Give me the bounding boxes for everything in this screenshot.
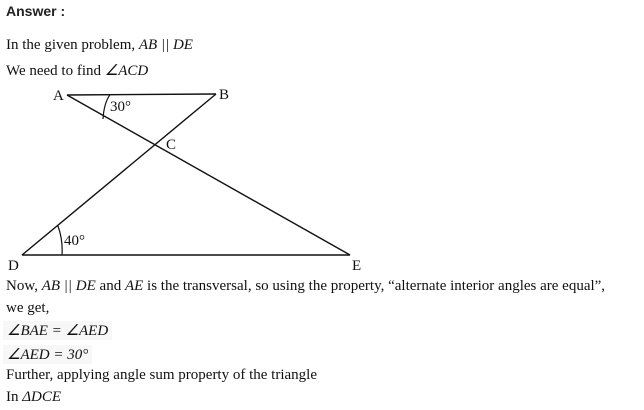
segment-ab	[66, 93, 217, 96]
find-prefix: We need to find	[6, 63, 102, 79]
angle-d-label: 40°	[64, 233, 85, 249]
property-text: is the transversal, so using the propert…	[147, 278, 606, 294]
label-d: D	[8, 258, 19, 274]
geometry-figure: A B C D E 30° 40°	[8, 87, 361, 274]
parallel-math: AB || DE	[41, 278, 96, 294]
label-a: A	[53, 88, 64, 104]
triangle-math: ΔDCE	[22, 389, 62, 405]
find-line: We need to find ∠ACD	[6, 61, 148, 80]
given-prefix: In the given problem,	[6, 37, 136, 53]
label-c: C	[166, 137, 176, 153]
given-line: In the given problem, AB || DE	[6, 37, 193, 54]
segment-ae	[66, 94, 351, 256]
angle-a-label: 30°	[110, 99, 131, 115]
label-b: B	[219, 87, 229, 103]
triangle-line: In ΔDCE	[6, 389, 61, 406]
arc-angle-a	[102, 94, 111, 120]
property-line: Now, AB || DE and AE is the transversal,…	[6, 278, 605, 295]
answer-heading: Answer :	[6, 3, 66, 19]
equation-aed-30: ∠AED = 30°	[3, 345, 93, 364]
now-word: Now,	[6, 278, 38, 294]
transversal-math: AE	[124, 278, 144, 294]
and-word: and	[99, 278, 122, 294]
we-get-line: we get,	[6, 300, 50, 316]
further-line: Further, applying angle sum property of …	[6, 367, 317, 383]
label-e: E	[352, 258, 361, 274]
in-prefix: In	[6, 389, 19, 405]
arc-angle-d	[57, 225, 63, 256]
find-math: ∠ACD	[104, 63, 149, 79]
given-math: AB || DE	[138, 37, 193, 53]
equation-bae-aed: ∠BAE = ∠AED	[3, 321, 113, 340]
segment-bd	[21, 93, 217, 256]
